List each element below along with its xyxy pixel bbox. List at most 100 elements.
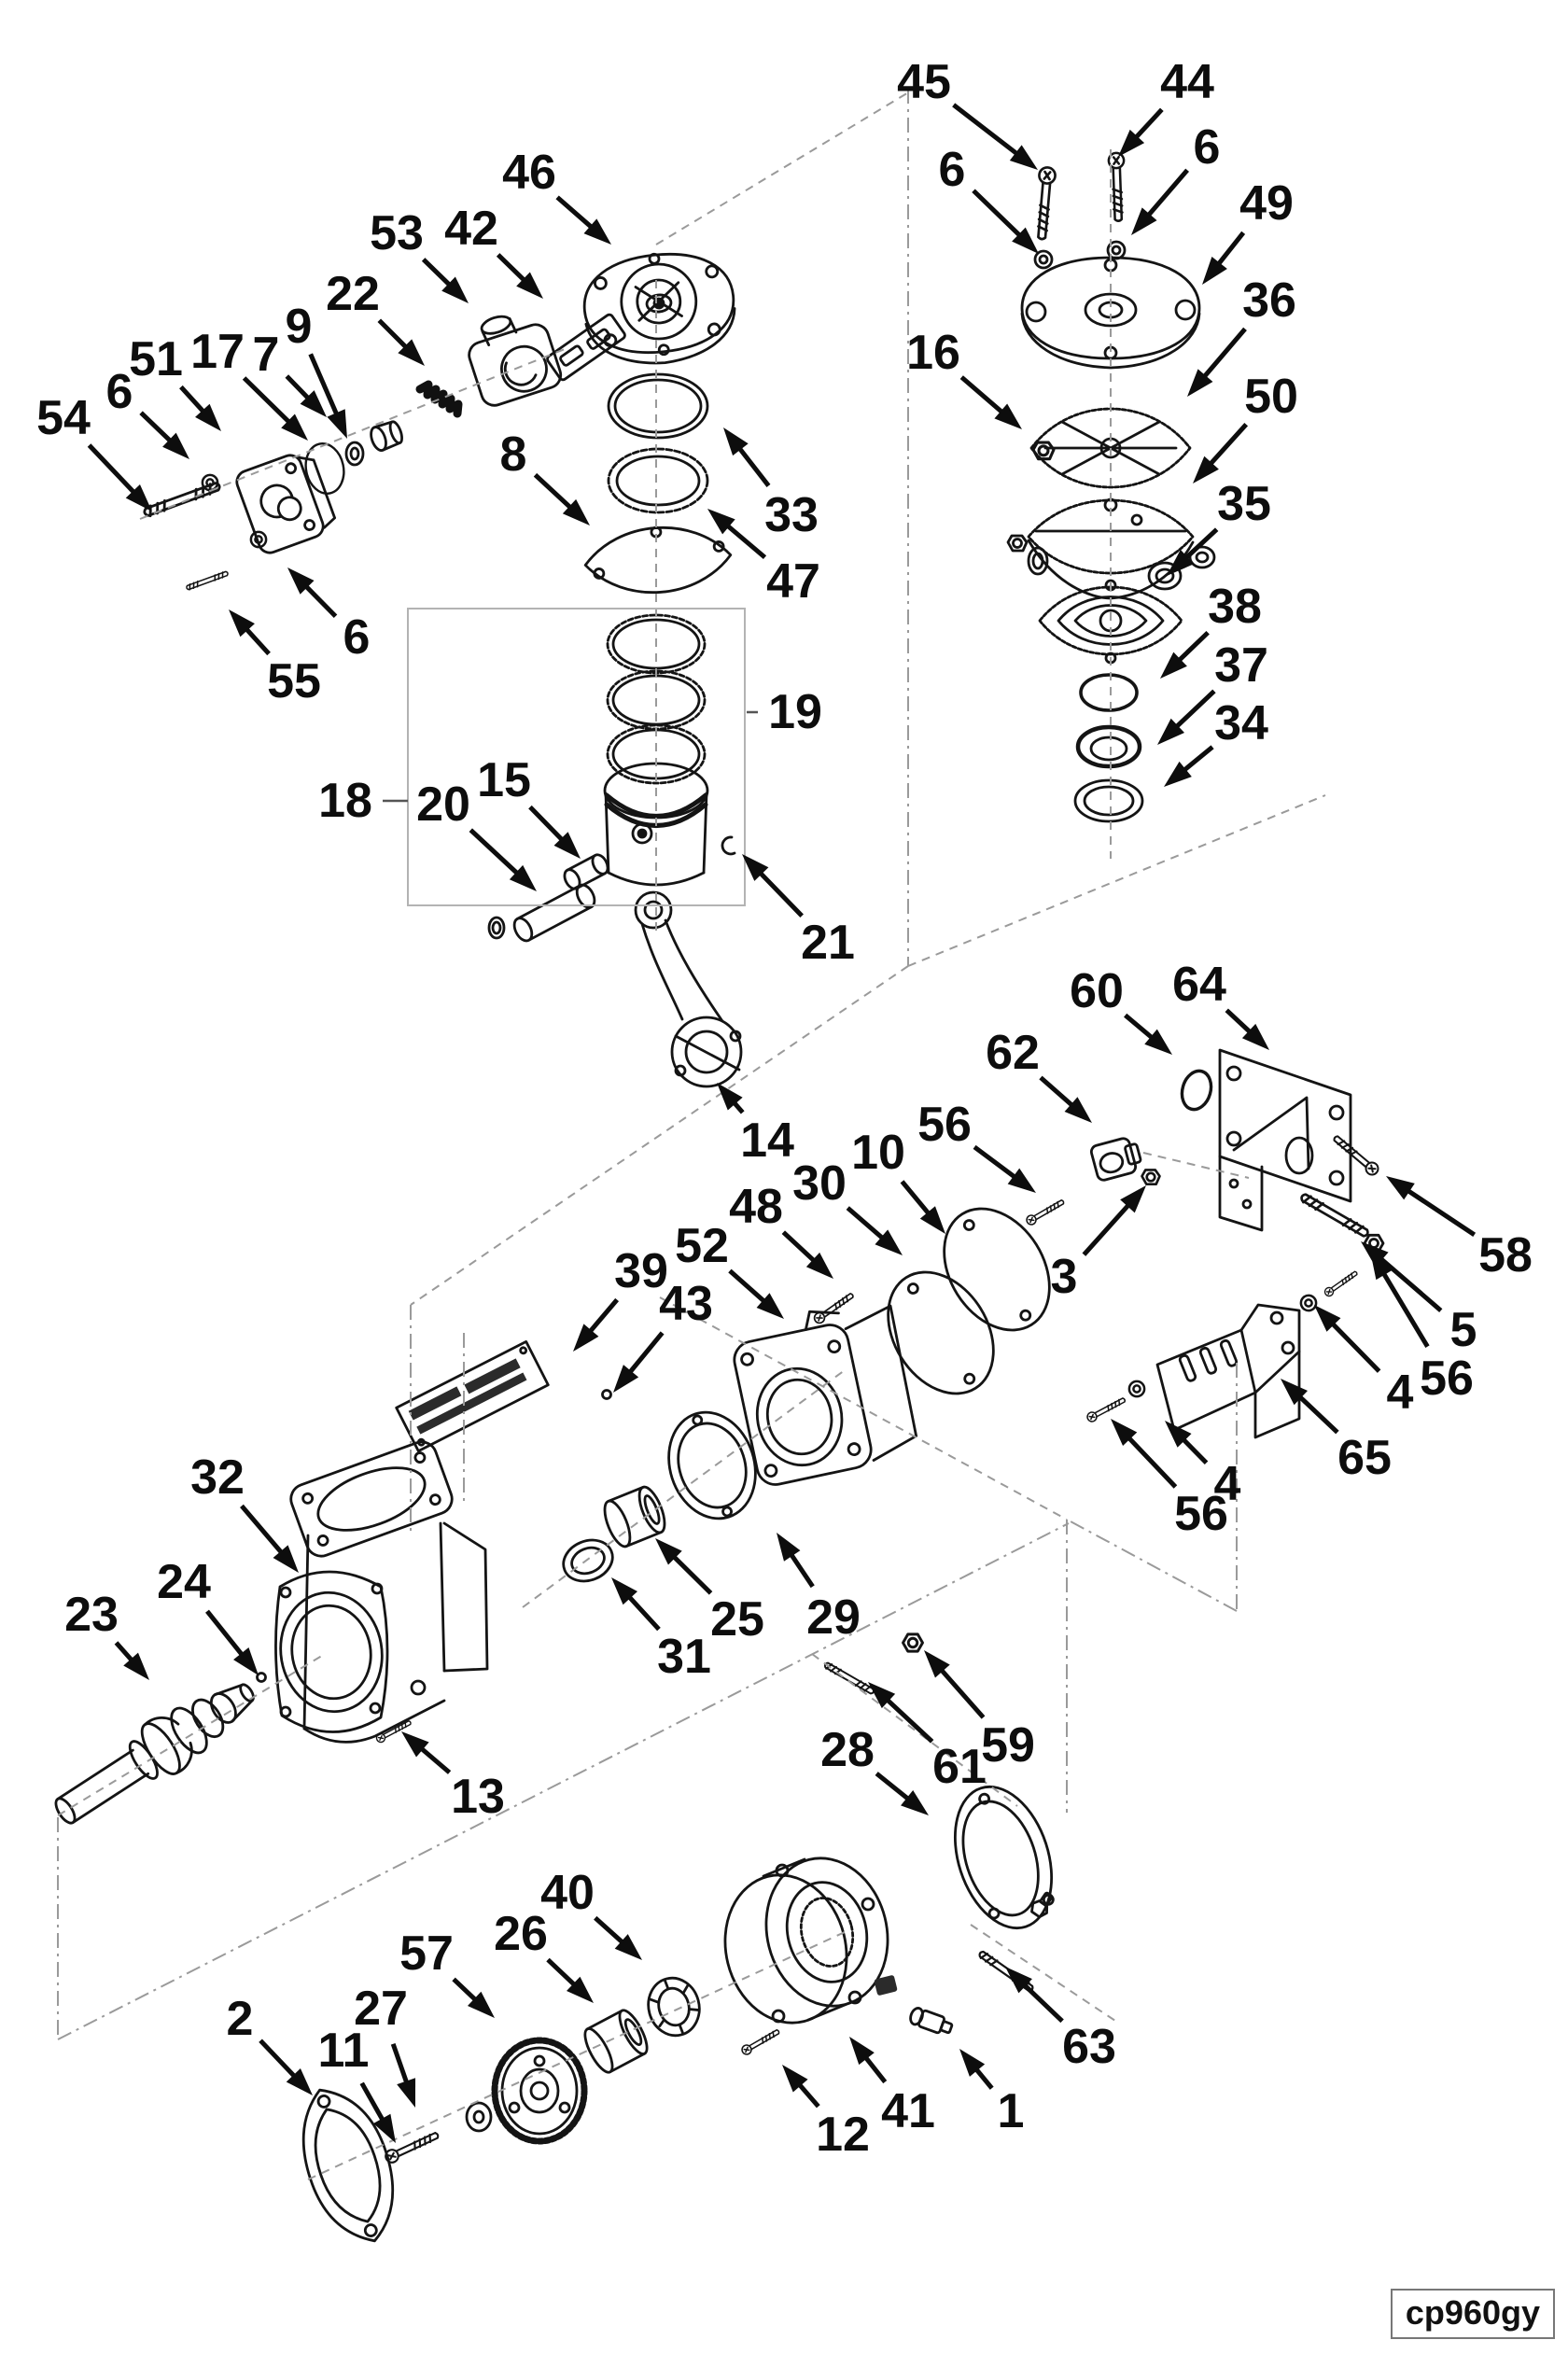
leader-line — [754, 867, 804, 918]
callout-number: 6 — [939, 143, 966, 197]
callout-number: 8 — [500, 427, 527, 482]
phantom-line — [522, 1369, 846, 1608]
callout-4a: 4 — [1314, 1305, 1414, 1420]
phantom-line — [57, 1653, 326, 1816]
arrowhead — [1370, 1251, 1393, 1281]
callout-number: 5 — [1450, 1303, 1477, 1357]
callout-46: 46 — [502, 146, 611, 245]
arrowhead — [1120, 1185, 1146, 1213]
arrowhead — [742, 854, 769, 881]
callout-number: 9 — [286, 300, 313, 354]
callout-56c: 56 — [1111, 1419, 1228, 1541]
arrowhead — [509, 864, 537, 891]
arrowhead — [441, 276, 469, 303]
callout-number: 58 — [1478, 1228, 1533, 1282]
callout-5: 5 — [1361, 1241, 1477, 1357]
part-bearing-40 — [647, 1976, 701, 2038]
callout-number: 55 — [267, 654, 321, 708]
callout-number: 56 — [1420, 1352, 1474, 1406]
callout-3: 3 — [1051, 1185, 1146, 1304]
callout-32: 32 — [190, 1450, 299, 1573]
arrowhead — [397, 2078, 416, 2108]
leader-line — [881, 1694, 934, 1744]
arrowhead — [1314, 1305, 1341, 1332]
leader-line — [1212, 231, 1246, 271]
callout-15: 15 — [477, 753, 581, 859]
callout-58: 58 — [1386, 1176, 1533, 1282]
callout-51: 51 — [129, 332, 221, 431]
callout-9: 9 — [286, 300, 347, 439]
callout-6c: 6 — [106, 365, 189, 459]
callout-6b: 6 — [939, 143, 1039, 254]
callout-number: 2 — [227, 1992, 254, 2046]
part-ring-34 — [1073, 778, 1144, 823]
phantom-line — [1070, 1520, 1238, 1612]
leader-line — [205, 1609, 248, 1661]
arrowhead — [286, 2068, 313, 2095]
arrowhead — [655, 1538, 682, 1565]
part-stud-54 — [141, 480, 223, 519]
callout-65: 65 — [1281, 1379, 1392, 1485]
callout-number: 28 — [820, 1723, 875, 1777]
phantom-line — [1142, 1152, 1250, 1179]
callout-number: 40 — [540, 1866, 595, 1920]
part-conrod-14 — [634, 890, 743, 1088]
phantom-line — [970, 1924, 1116, 2022]
callout-number: 35 — [1217, 477, 1271, 531]
part-washer-4-left — [1127, 1380, 1146, 1398]
arrowhead — [1202, 256, 1227, 285]
callout-47: 47 — [707, 509, 820, 609]
callout-number: 30 — [792, 1156, 847, 1211]
callout-number: 50 — [1244, 370, 1298, 424]
arrowhead — [613, 1365, 639, 1393]
part-washer-27 — [465, 2101, 493, 2133]
callout-number: 62 — [986, 1026, 1040, 1080]
callout-52: 52 — [675, 1219, 784, 1319]
callout-19: 19 — [747, 685, 822, 739]
callout-53: 53 — [370, 206, 469, 303]
part-elbow-62 — [1089, 1137, 1142, 1182]
callout-number: 60 — [1070, 964, 1124, 1018]
callout-number: 20 — [416, 778, 470, 832]
callout-61: 61 — [868, 1682, 987, 1794]
part-clip-21 — [721, 835, 736, 856]
callout-number: 26 — [494, 1907, 548, 1961]
callout-number: 12 — [816, 2108, 870, 2162]
part-unloader-body-53 — [468, 315, 563, 407]
part-cover-plate-30 — [887, 1270, 995, 1395]
arrowhead — [1361, 1241, 1389, 1268]
part-oring-60 — [1180, 1069, 1213, 1112]
callout-24: 24 — [157, 1555, 259, 1675]
callout-4b: 4 — [1165, 1421, 1241, 1511]
leader-line — [846, 1206, 889, 1244]
part-bushing-15 — [563, 853, 609, 890]
leader-line — [781, 1230, 820, 1267]
phantom-line — [659, 1296, 1068, 1520]
leader-line — [242, 376, 296, 428]
callout-34: 34 — [1164, 696, 1268, 787]
callout-number: 6 — [343, 610, 371, 665]
arrowhead — [273, 1545, 299, 1573]
arrowhead — [614, 1934, 642, 1960]
arrowhead — [1111, 1419, 1138, 1446]
callout-number: 6 — [106, 365, 133, 419]
callout-26: 26 — [494, 1907, 594, 2003]
leader-line — [533, 472, 577, 513]
part-spacer-26 — [583, 2009, 649, 2074]
leader-line — [972, 189, 1026, 242]
part-fitting-63b — [1030, 1891, 1054, 1919]
part-valve-body-50 — [1027, 497, 1216, 600]
leader-line — [1173, 630, 1210, 666]
callout-number: 23 — [64, 1588, 119, 1642]
arrowhead — [611, 1577, 638, 1605]
callout-10: 10 — [851, 1126, 945, 1234]
leader-line — [1375, 1253, 1443, 1312]
callout-number: 57 — [399, 1927, 454, 1981]
leader-line — [624, 1331, 665, 1379]
callout-18: 18 — [318, 774, 408, 828]
part-gasket-2 — [301, 2088, 395, 2243]
arrowhead — [1007, 1168, 1036, 1193]
callout-number: 24 — [157, 1555, 211, 1609]
arrowhead — [1187, 369, 1213, 397]
callout-number: 49 — [1239, 176, 1294, 231]
